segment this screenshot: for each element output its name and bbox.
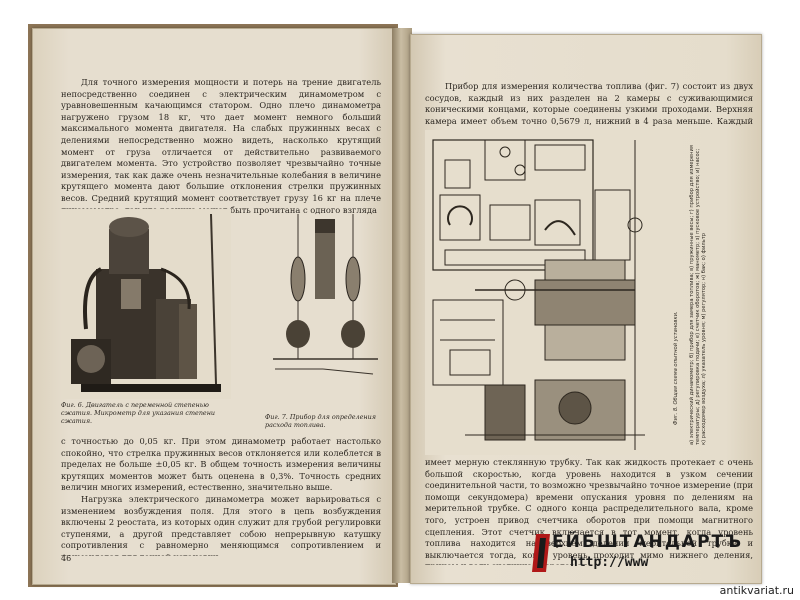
right-page: Прибор для измерения количества топлива … bbox=[410, 34, 762, 584]
fig8-test-setup-schematic bbox=[425, 130, 675, 455]
watermark-title: ЕЙБШТАНДАРТЪ bbox=[552, 532, 744, 552]
open-book: Для точного измерения мощности и потерь … bbox=[22, 18, 782, 588]
left-page: Для точного измерения мощности и потерь … bbox=[32, 28, 396, 585]
right-paragraph-2: имеет мерную стеклянную трубку. Так как … bbox=[425, 457, 753, 565]
leibstandart-logo-icon bbox=[532, 534, 550, 572]
watermark: ЕЙБШТАНДАРТЪ http://www bbox=[528, 530, 778, 580]
fig7-fuel-apparatus-illustration bbox=[273, 214, 378, 375]
left-paragraph-1: Для точного измерения мощности и потерь … bbox=[61, 77, 381, 215]
site-name: antikvariat.ru bbox=[719, 584, 794, 597]
fig7-caption: Фиг. 7. Прибор для определения расхода т… bbox=[265, 413, 376, 429]
left-paragraph-2: с точностью до 0,05 кг. При этом динамом… bbox=[61, 436, 381, 493]
fig6-caption: Фиг. 6. Двигатель с переменной степенью … bbox=[61, 401, 216, 425]
book-spine bbox=[392, 28, 412, 583]
page-number: 46 bbox=[61, 554, 72, 563]
left-paragraph-3: Нагрузка электрического динамометра може… bbox=[61, 494, 381, 556]
fig6-engine-illustration bbox=[61, 209, 231, 399]
fig8-legend: а) электрический динамометр; б) прибор д… bbox=[689, 145, 707, 445]
watermark-url: http://www bbox=[570, 555, 649, 570]
right-paragraph-1: Прибор для измерения количества топлива … bbox=[425, 81, 753, 126]
fig8-caption: Фиг. 8. Общая схема опытной установки. bbox=[673, 311, 679, 425]
